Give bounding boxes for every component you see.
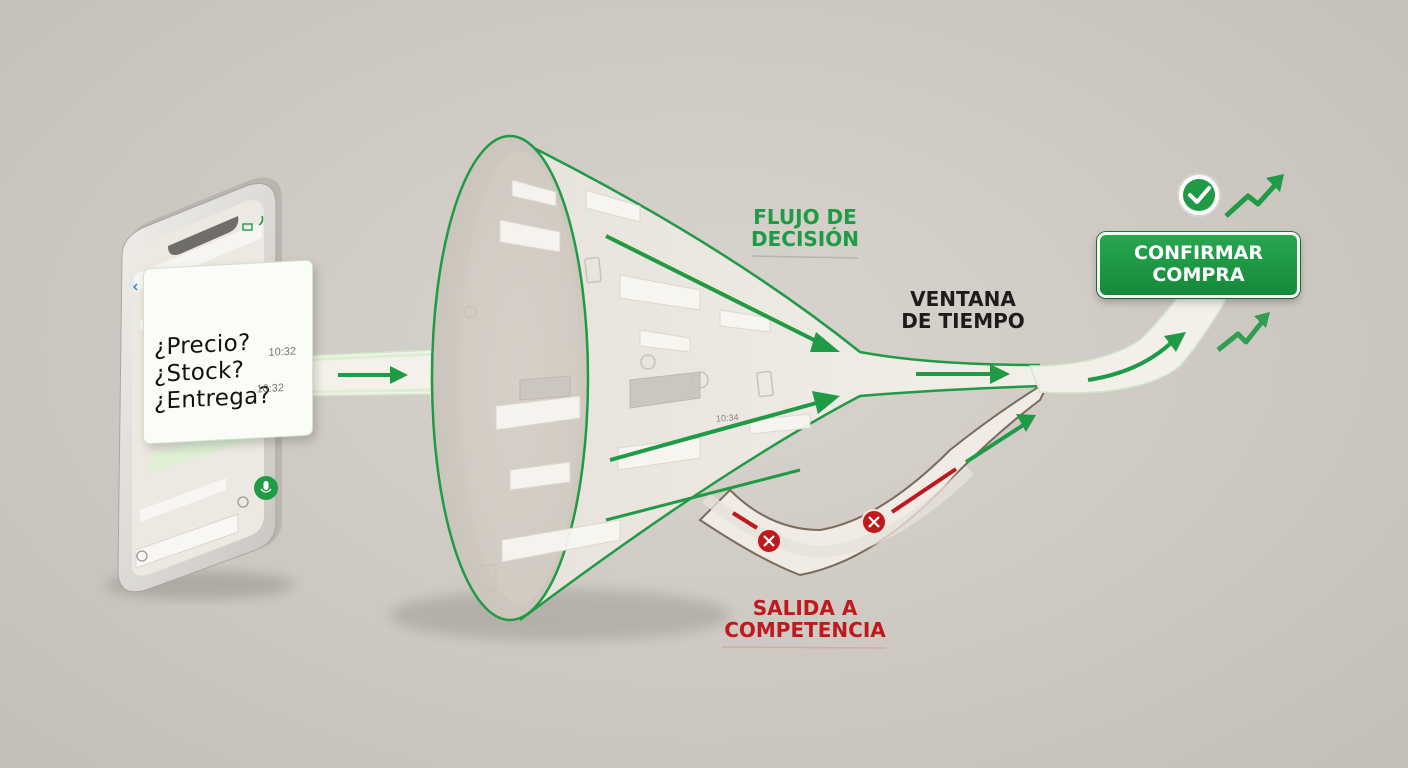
check-circle-icon: [1178, 174, 1220, 216]
label-line: FLUJO DE: [735, 206, 875, 228]
label-line: DECISIÓN: [735, 228, 875, 250]
trend-up-arrow-icon: [1226, 174, 1284, 216]
question-stock: ¿Stock?: [154, 357, 244, 388]
cta-line: CONFIRMAR: [1100, 243, 1297, 265]
message-time: 10:32: [268, 345, 296, 358]
label-time-window: VENTANA DE TIEMPO: [890, 288, 1036, 333]
confirm-purchase-button[interactable]: CONFIRMAR COMPRA: [1097, 232, 1300, 298]
label-line: DE TIEMPO: [890, 310, 1036, 332]
message-time-secondary: 10:32: [256, 382, 284, 395]
label-line: COMPETENCIA: [705, 619, 905, 641]
question-delivery: ¿Entrega?: [154, 383, 271, 415]
label-line: SALIDA A: [705, 597, 905, 619]
label-underline: [752, 256, 858, 258]
question-price: ¿Precio?: [154, 330, 251, 361]
label-competitor-exit: SALIDA A COMPETENCIA: [705, 597, 905, 642]
x-circle-icon: [757, 529, 781, 553]
microphone-icon: [264, 481, 269, 490]
label-underline: [722, 647, 886, 648]
x-circle-icon: [862, 510, 886, 534]
funnel-message-time: 10:34: [716, 412, 739, 424]
funnel-shadow: [390, 589, 730, 641]
question-bubble: ¿Precio? ¿Stock? ¿Entrega? 10:32 10:32: [143, 260, 313, 445]
trend-up-arrow-icon: [1218, 312, 1270, 350]
cta-line: COMPRA: [1100, 265, 1297, 287]
label-decision-flow: FLUJO DE DECISIÓN: [735, 206, 875, 251]
label-line: VENTANA: [890, 288, 1036, 310]
